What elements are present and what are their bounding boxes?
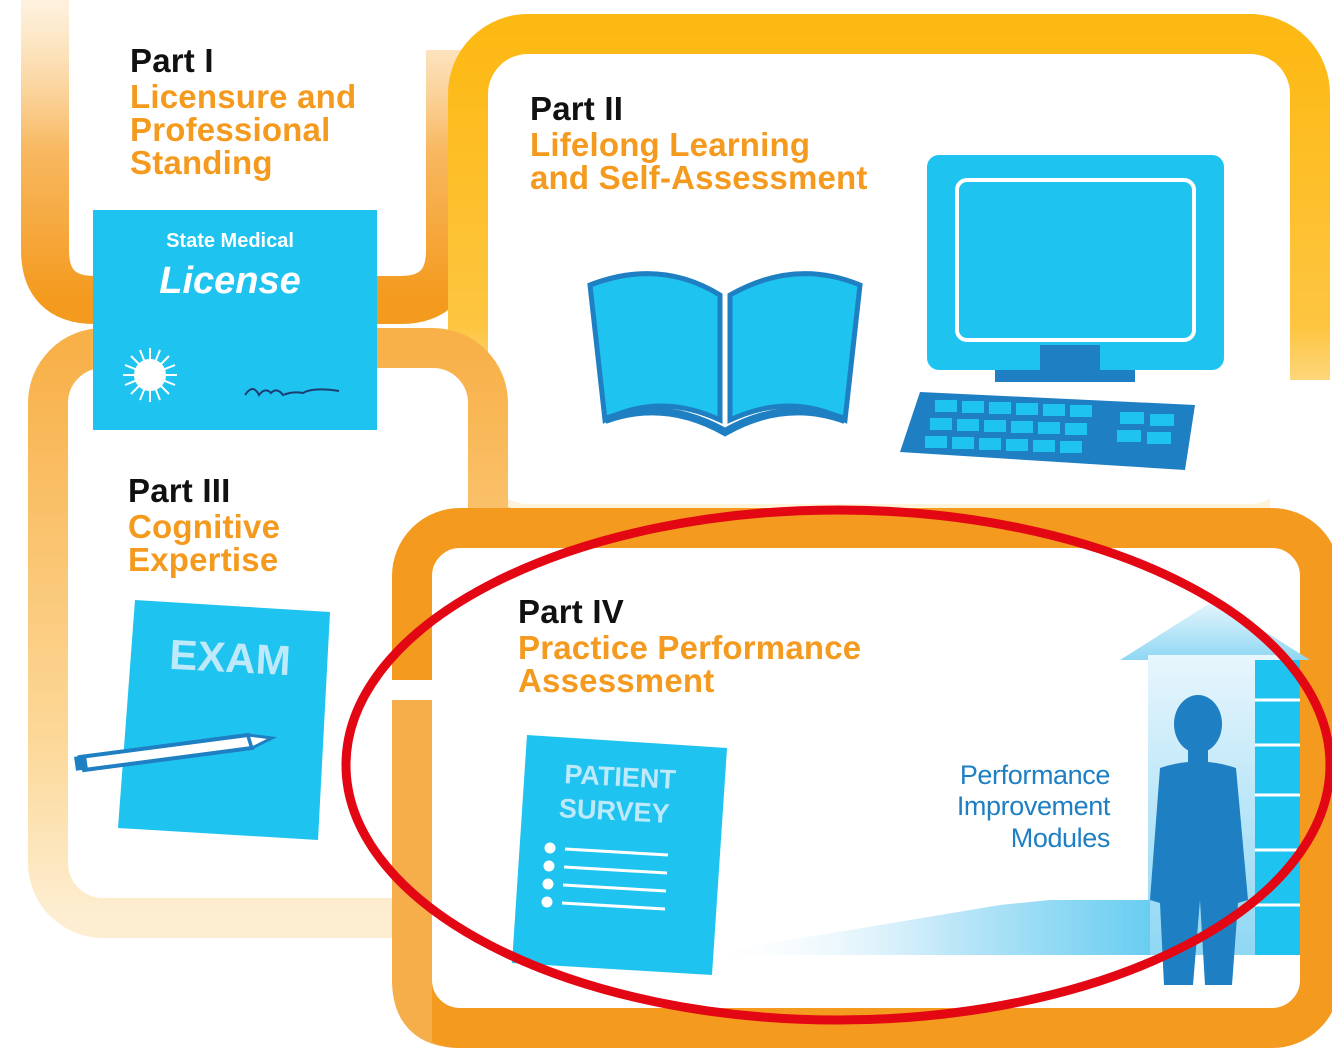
part-2-title: Lifelong Learning and Self-Assessment (530, 126, 868, 196)
patient-survey-card: PATIENT SURVEY (512, 735, 727, 975)
pencil-icon (74, 732, 278, 773)
computer-icon (900, 155, 1224, 470)
license-heading: State Medical (166, 230, 294, 252)
pim-label: Performance Improvement Modules (956, 760, 1111, 853)
seal-icon (123, 348, 177, 402)
part-4-label: Part IV Practice Performance Assessment (518, 595, 861, 697)
part-3-label: Part III Cognitive Expertise (128, 474, 280, 576)
checklist-icon (541, 842, 669, 911)
license-card: State Medical License (93, 210, 377, 430)
open-book-icon (587, 271, 863, 437)
part-1-label: Part I Licensure and Professional Standi… (130, 44, 356, 179)
part-1-title: Licensure and Professional Standing (130, 78, 357, 181)
exam-word: EXAM (168, 631, 292, 684)
signature-icon (244, 388, 340, 397)
license-word: License (159, 260, 301, 302)
part-1-number: Part I (130, 42, 214, 79)
part-3-number: Part III (128, 472, 231, 509)
doctor-silhouette-icon (1150, 695, 1248, 985)
part-2-number: Part II (530, 90, 624, 127)
exam-card: EXAM (118, 600, 330, 840)
survey-line-1: PATIENT (564, 759, 677, 795)
part-4-number: Part IV (518, 593, 624, 630)
part-2-label: Part II Lifelong Learning and Self-Asses… (530, 92, 868, 194)
highlight-ellipse (341, 505, 1332, 1025)
part-3-title: Cognitive Expertise (128, 508, 281, 578)
part-4-title: Practice Performance Assessment (518, 629, 862, 699)
survey-line-2: SURVEY (558, 793, 670, 829)
